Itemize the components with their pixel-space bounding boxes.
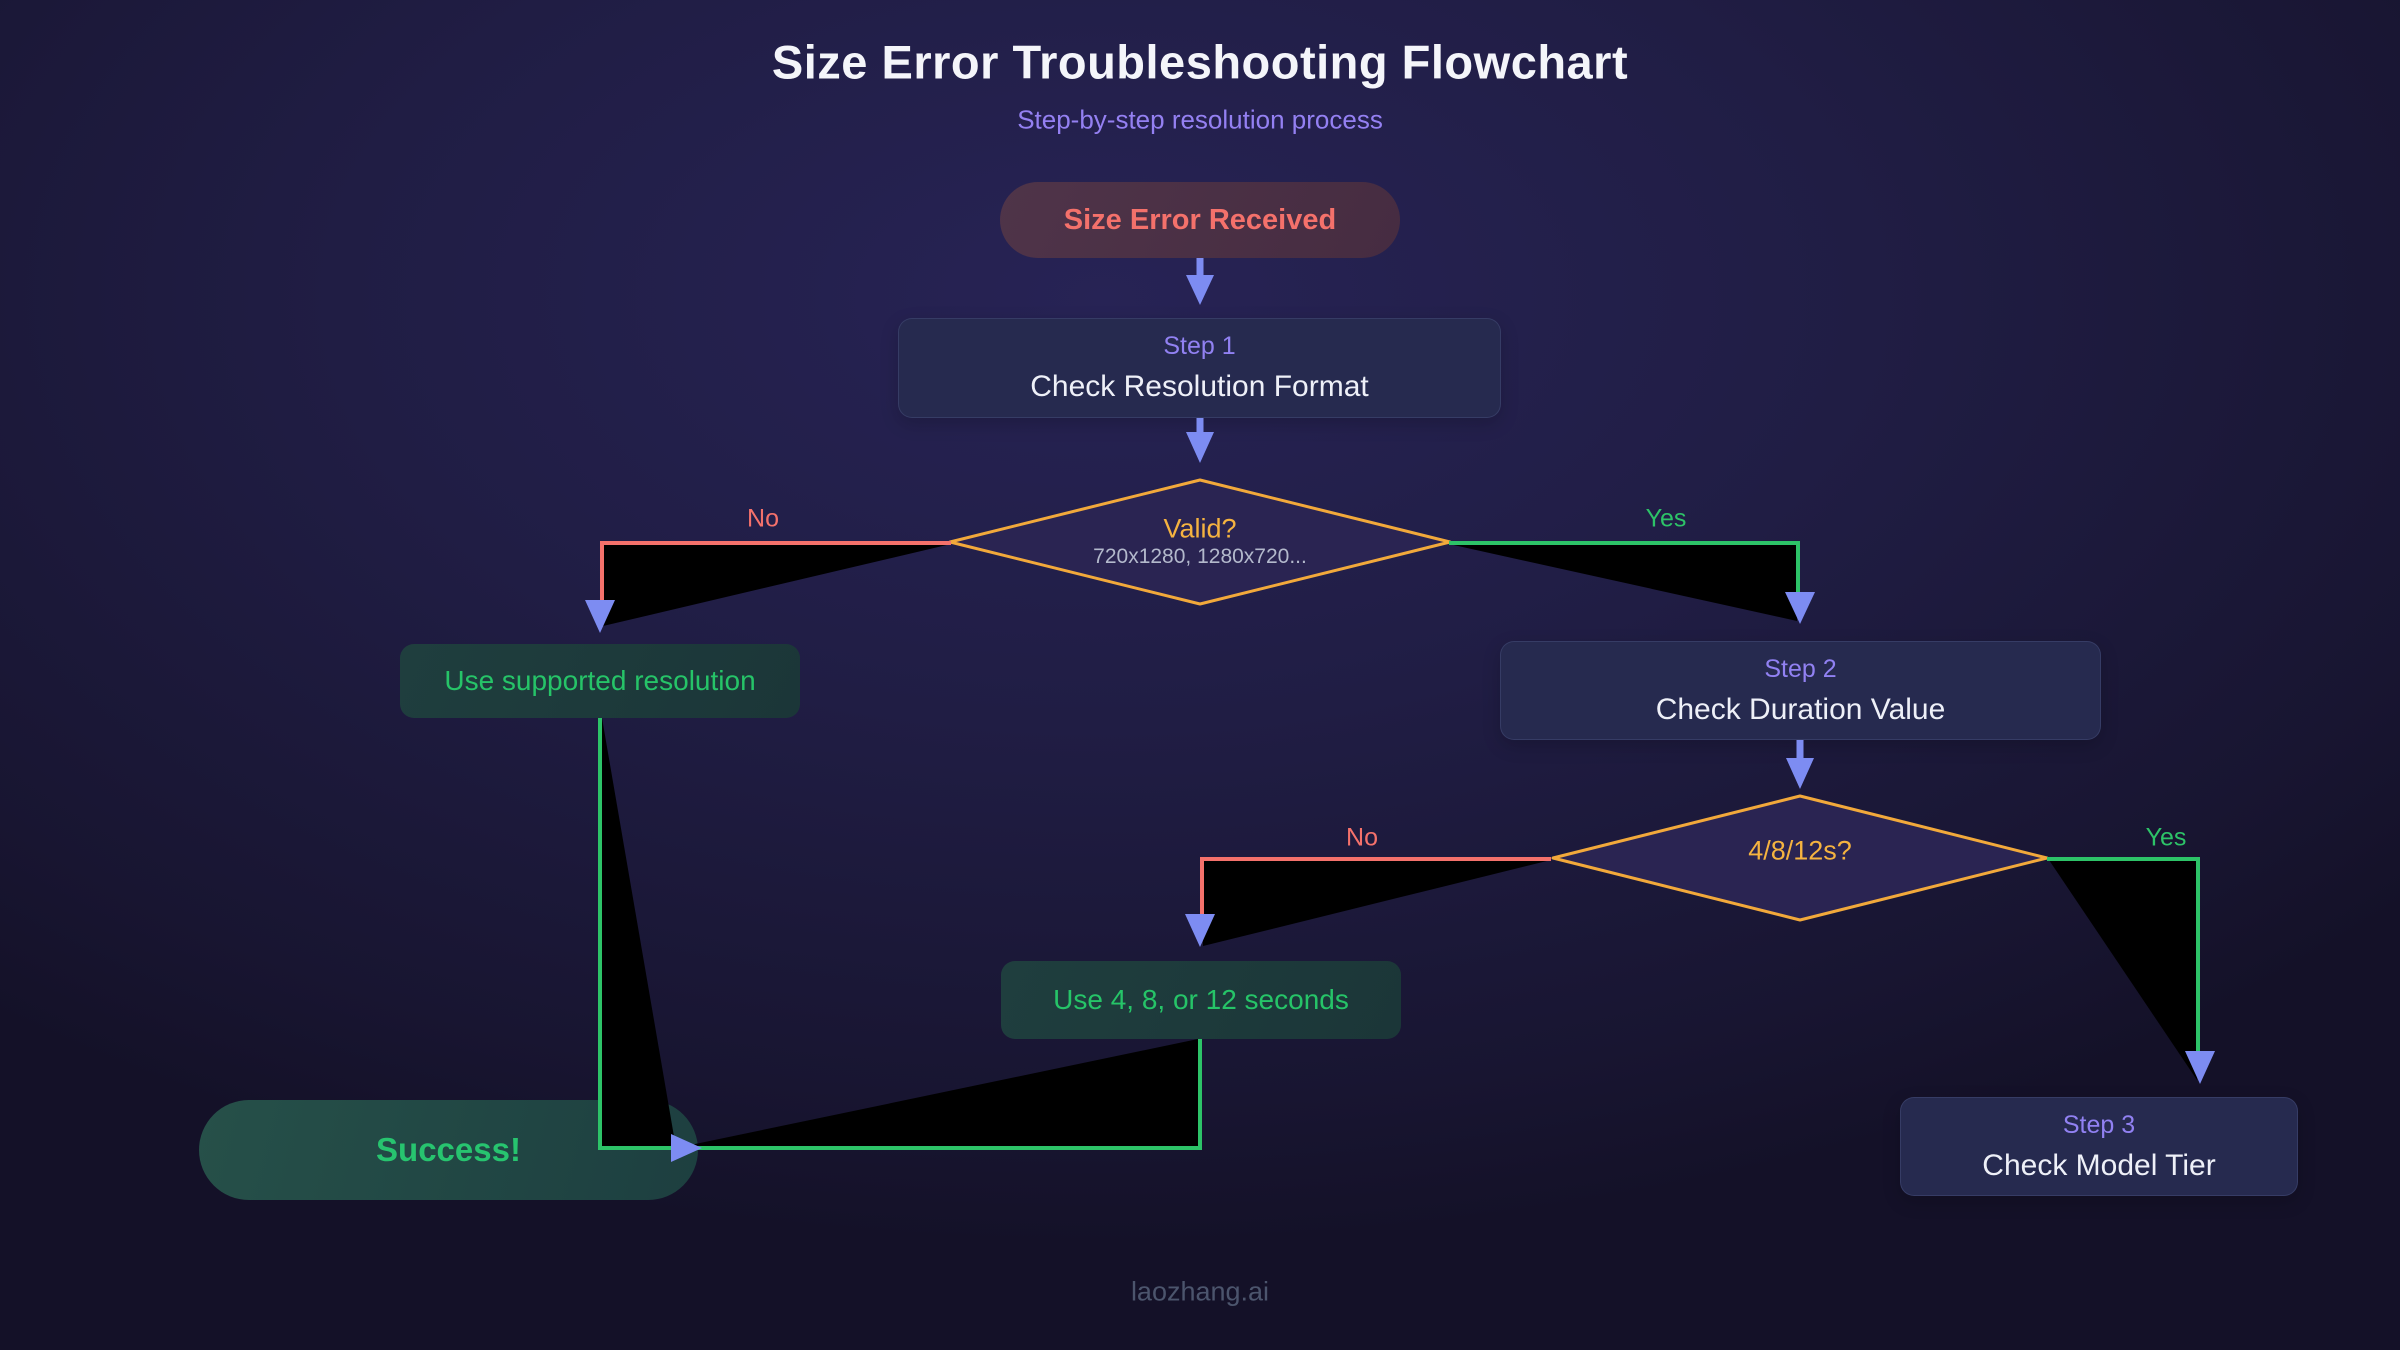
step3-eyebrow: Step 3 [2062, 1110, 2136, 1139]
edge-to-success-line [598, 718, 1202, 1150]
node-use-supported-resolution: Use supported resolution [400, 644, 800, 718]
arrow-decision1-no-head [585, 600, 615, 633]
node-use-4-8-12-seconds: Use 4, 8, or 12 seconds [1001, 961, 1401, 1039]
fix2-label: Use 4, 8, or 12 seconds [1053, 984, 1349, 1015]
decision1-question: Valid? [1163, 513, 1237, 544]
connector-fill-fix2-success [676, 1039, 1198, 1148]
arrow-start-step1-stem [1196, 258, 1204, 280]
edge-decision2-yes-line [2047, 857, 2200, 1054]
success-label: Success! [376, 1131, 521, 1168]
arrow-step2-decision2-head [1786, 758, 1814, 789]
node-step2-check-duration-value: Step 2 Check Duration Value [1500, 641, 2101, 740]
arrow-decision1-yes-head [1785, 592, 1815, 624]
edge-decision1-yes-line [1449, 541, 1800, 596]
connector-fill-decision1-no [603, 544, 951, 626]
arrow-decision2-no-head [1185, 914, 1215, 947]
page-subtitle: Step-by-step resolution process [1017, 104, 1383, 135]
arrow-decision2-yes-head [2185, 1051, 2215, 1084]
step2-label: Check Duration Value [1655, 692, 1946, 726]
arrow-start-step1-head [1186, 275, 1214, 305]
step1-label: Check Resolution Format [1030, 370, 1369, 403]
connector-fill-decision2-no [1203, 860, 1551, 946]
edge-label-decision2-no: No [1346, 823, 1378, 852]
arrow-step2-decision2-stem [1796, 740, 1804, 762]
decision1-hint: 720x1280, 1280x720... [1093, 545, 1307, 568]
connector-fill-fix1-success [602, 718, 676, 1148]
watermark: laozhang.ai [1130, 1276, 1270, 1307]
step2-eyebrow: Step 2 [1764, 654, 1837, 683]
node-step1-check-resolution-format: Step 1 Check Resolution Format [898, 318, 1501, 418]
edge-decision1-no-line [600, 541, 951, 604]
edge-label-decision1-yes: Yes [1645, 504, 1687, 533]
start-node-label: Size Error Received [1063, 203, 1337, 236]
edge-label-decision1-no: No [747, 504, 779, 533]
node-step3-check-model-tier: Step 3 Check Model Tier [1900, 1097, 2298, 1196]
connector-fill-decision1-yes [1449, 544, 1797, 621]
arrow-step1-decision1-head [1186, 432, 1214, 463]
decision2-question: 4/8/12s? [1748, 835, 1852, 866]
page-title: Size Error Troubleshooting Flowchart [771, 35, 1629, 89]
connector-fill-decision2-yes [2049, 860, 2197, 1080]
step3-label: Check Model Tier [1982, 1148, 2216, 1182]
step1-eyebrow: Step 1 [1163, 332, 1236, 360]
node-success: Success! [199, 1100, 698, 1200]
fix1-label: Use supported resolution [444, 665, 756, 696]
node-size-error-received: Size Error Received [1000, 182, 1400, 258]
edge-decision2-no-line [1200, 857, 1551, 916]
arrow-step1-decision1-stem [1196, 418, 1204, 436]
edge-label-decision2-yes: Yes [2145, 823, 2187, 852]
